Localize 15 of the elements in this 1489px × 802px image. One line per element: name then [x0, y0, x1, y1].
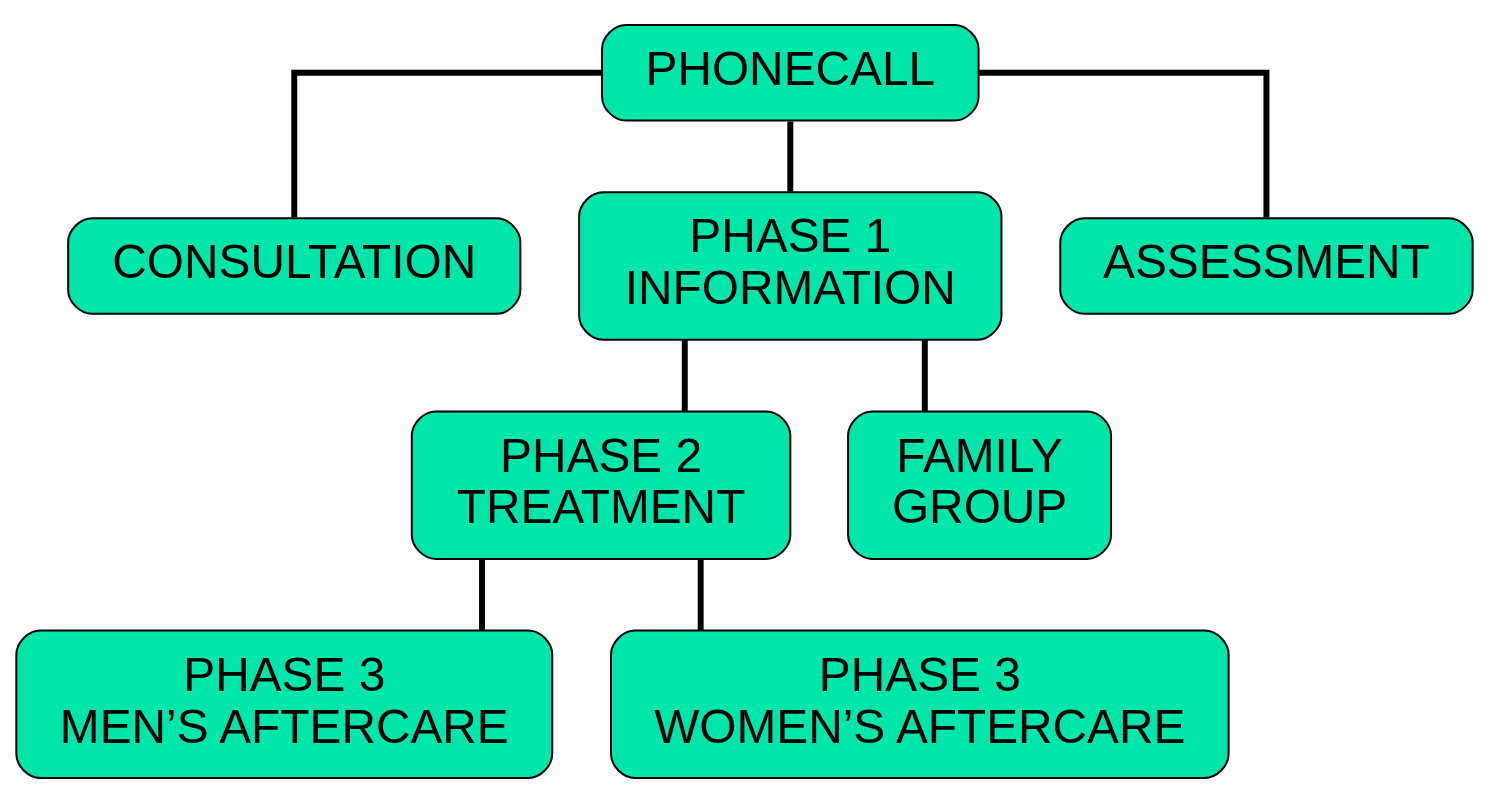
node-box: PHASE 3 WOMEN’S AFTERCARE — [610, 629, 1230, 779]
node-box: PHASE 1 INFORMATION — [578, 190, 1003, 341]
connector — [697, 558, 704, 630]
connector — [681, 339, 688, 411]
node-box: ASSESSMENT — [1059, 216, 1474, 315]
connector — [979, 69, 1270, 217]
connector — [291, 69, 602, 217]
connector — [479, 558, 485, 630]
node-box: PHONECALL — [601, 23, 980, 122]
node-box: CONSULTATION — [67, 216, 522, 315]
node-box: PHASE 3 MEN’S AFTERCARE — [15, 629, 554, 779]
connector — [787, 121, 794, 192]
node-box: PHASE 2 TREATMENT — [410, 409, 792, 560]
connector — [921, 339, 928, 411]
node-box: FAMILY GROUP — [847, 409, 1113, 560]
